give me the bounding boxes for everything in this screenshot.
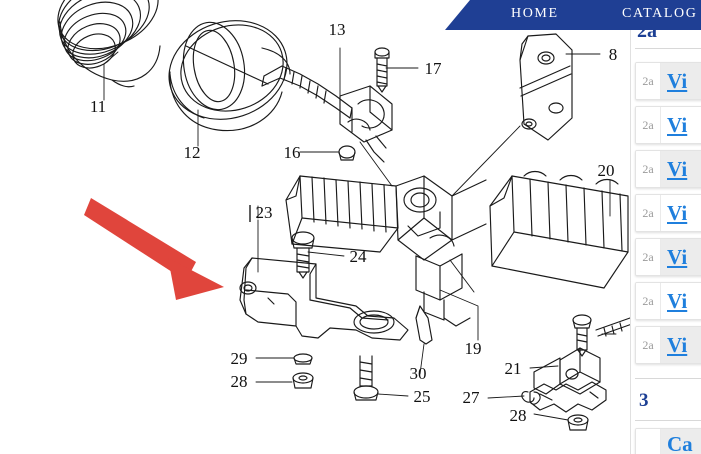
row-link-cell[interactable]: Vi: [661, 63, 701, 99]
row-link-cell[interactable]: Vi: [661, 195, 701, 231]
row-code: 2a: [636, 107, 661, 143]
callout-24: 24: [350, 247, 368, 266]
row-link-cell[interactable]: Vi: [661, 151, 701, 187]
row-link-cell[interactable]: Vi: [661, 107, 701, 143]
callout-17: 17: [425, 59, 443, 78]
view-link[interactable]: Vi: [667, 68, 688, 93]
callout-11: 11: [90, 97, 106, 116]
list-item[interactable]: 2a Vi: [635, 326, 701, 364]
callout-8: 8: [609, 45, 618, 64]
callout-16: 16: [284, 143, 301, 162]
rack-bellows-shape: [285, 175, 399, 253]
row-code: 2a: [636, 151, 661, 187]
list-item[interactable]: 2a Vi: [635, 106, 701, 144]
row-code: 2a: [636, 195, 661, 231]
row-code: 2a: [636, 327, 661, 363]
part-21-shape: [529, 347, 607, 413]
row-link-cell[interactable]: Ca: [661, 429, 701, 454]
row-code: 2a: [636, 283, 661, 319]
group-2a-separator: [635, 48, 701, 49]
part-20-shape: [489, 170, 629, 289]
part-28a-shape: [292, 372, 314, 389]
list-item[interactable]: 2a Vi: [635, 150, 701, 188]
callout-20: 20: [598, 161, 615, 180]
view-link[interactable]: Vi: [667, 200, 688, 225]
part-12-shape: [168, 20, 291, 132]
catalog-link[interactable]: Ca: [667, 431, 693, 454]
part-24-shape: [291, 231, 315, 279]
row-link-cell[interactable]: Vi: [661, 239, 701, 275]
view-link[interactable]: Vi: [667, 332, 688, 357]
list-item[interactable]: 2a Vi: [635, 194, 701, 232]
rack-housing-shape: [395, 175, 487, 327]
part-8-shape: [519, 33, 573, 141]
callout-23: 23: [256, 203, 273, 222]
part-23-shape: [239, 257, 409, 341]
top-nav-bar: HOME CATALOG: [430, 0, 701, 30]
list-item[interactable]: 2a Vi: [635, 238, 701, 276]
part-27-shape: [521, 391, 541, 405]
part-17-shape: [374, 47, 390, 93]
nav-link-catalog[interactable]: CATALOG: [622, 6, 698, 21]
callout-19: 19: [465, 339, 482, 358]
part-19-shape: [572, 314, 592, 357]
part-25-shape: [353, 355, 379, 401]
view-link[interactable]: Vi: [667, 112, 688, 137]
parts-diagram[interactable]: 11 12 13 16 17 8 20 23 24 29 28 30 25 19…: [0, 0, 640, 454]
group-3-separator: [635, 378, 701, 379]
callout-numbers: 11 12 13 16 17 8 20 23 24 29 28 30 25 19…: [90, 20, 617, 425]
group-3-bottom-separator: [635, 420, 701, 421]
leader-lines: [103, 47, 617, 421]
callout-29: 29: [231, 349, 248, 368]
part-11-shape: [57, 0, 161, 88]
list-item[interactable]: 2a Vi: [635, 62, 701, 100]
part-30-shape: [415, 305, 433, 345]
group-header-3: 3: [639, 390, 649, 411]
row-code: [636, 429, 661, 454]
view-link[interactable]: Vi: [667, 244, 688, 269]
row-link-cell[interactable]: Vi: [661, 327, 701, 363]
parts-diagram-svg: 11 12 13 16 17 8 20 23 24 29 28 30 25 19…: [57, 0, 633, 431]
callout-27: 27: [463, 388, 481, 407]
parts-list-sidebar[interactable]: 2a 2a Vi 2a Vi 2a Vi: [630, 0, 701, 454]
row-code: 2a: [636, 63, 661, 99]
callout-28b: 28: [510, 406, 527, 425]
callout-25: 25: [414, 387, 431, 406]
part-13-shape: [261, 65, 393, 163]
callout-13: 13: [329, 20, 346, 39]
nav-bar-background: [445, 0, 701, 30]
view-link[interactable]: Vi: [667, 156, 688, 181]
callout-21: 21: [505, 359, 522, 378]
callout-28a: 28: [231, 372, 248, 391]
callout-30: 30: [410, 364, 427, 383]
row-link-cell[interactable]: Vi: [661, 283, 701, 319]
row-code: 2a: [636, 239, 661, 275]
nav-link-home[interactable]: HOME: [511, 6, 559, 21]
list-item[interactable]: Ca: [635, 428, 701, 454]
list-item[interactable]: 2a Vi: [635, 282, 701, 320]
sidebar-divider: [630, 30, 631, 454]
view-link[interactable]: Vi: [667, 288, 688, 313]
callout-12: 12: [184, 143, 201, 162]
